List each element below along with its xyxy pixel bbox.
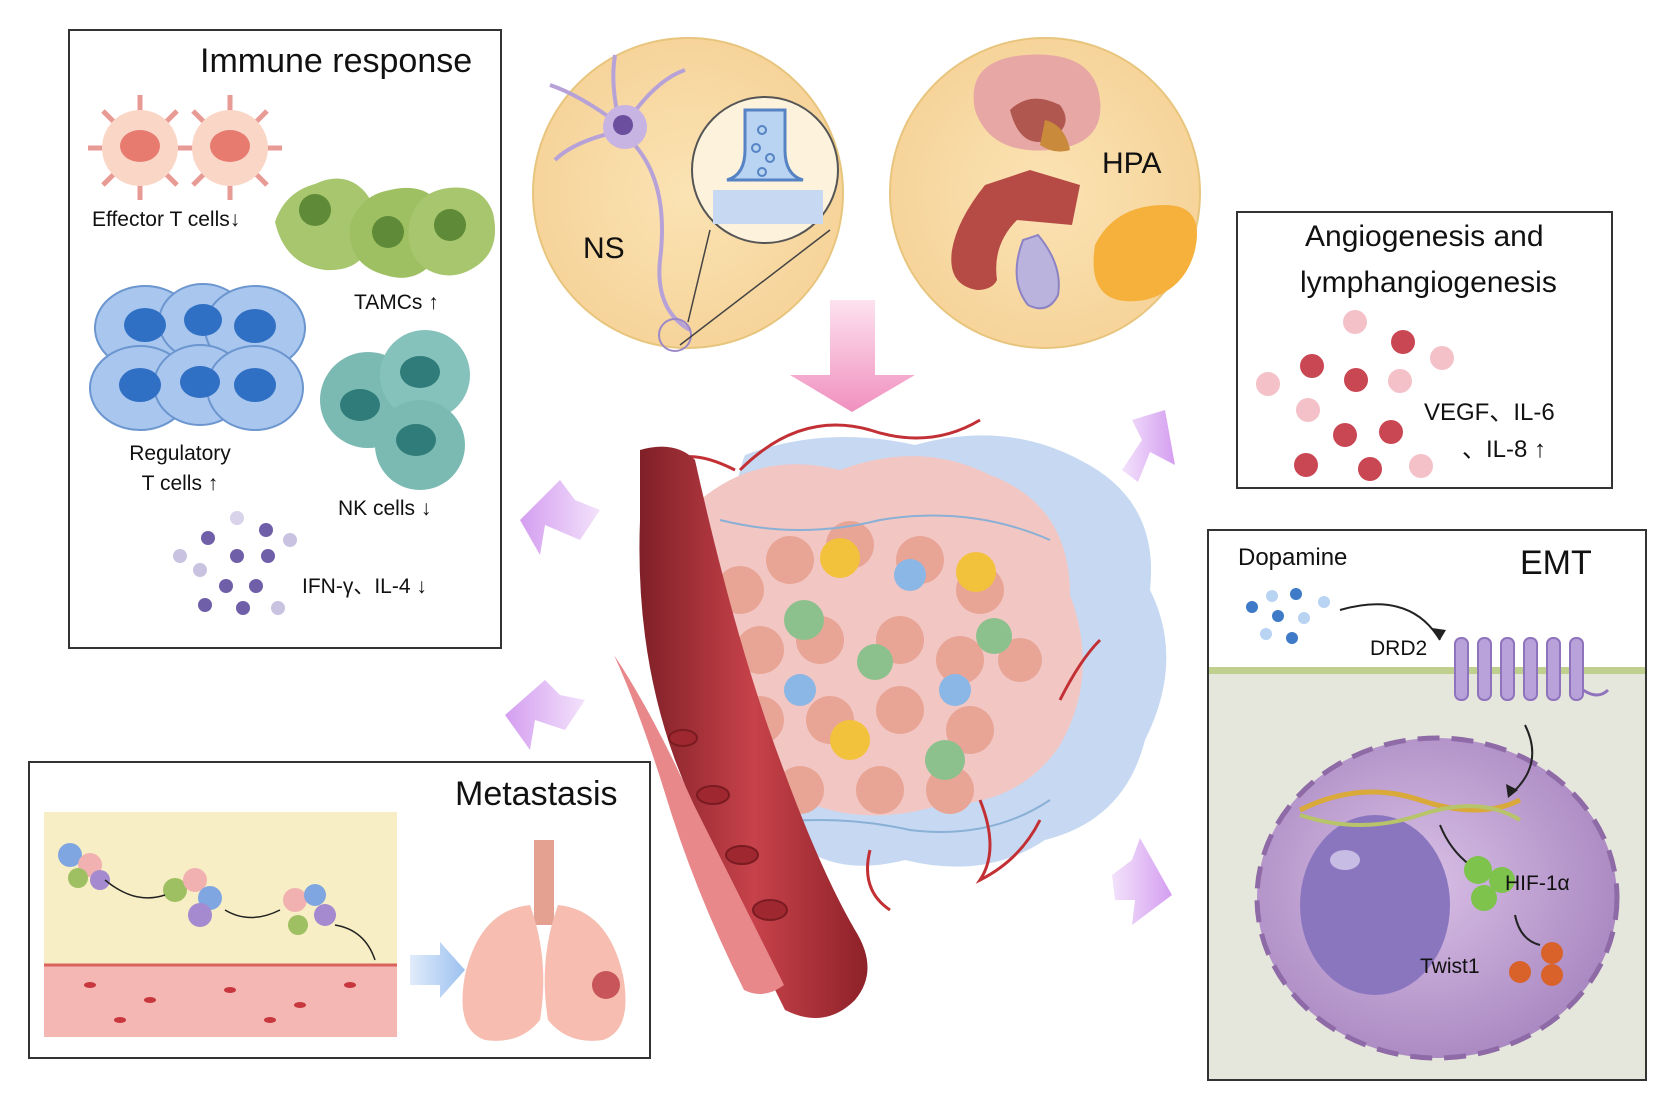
lungs-icon — [462, 840, 626, 1041]
angio-title-1: Angiogenesis and — [1305, 220, 1544, 253]
nk-cell-icon — [320, 330, 470, 490]
effector-t-cells-label: Effector T cells↓ — [92, 208, 241, 231]
ifn-il4-label: IFN-γ、IL-4 ↓ — [302, 575, 427, 598]
immune-panel — [68, 29, 502, 649]
dopamine-label: Dopamine — [1238, 544, 1348, 571]
metastasis-title: Metastasis — [455, 775, 618, 813]
arrow-left-immune-icon — [520, 480, 600, 555]
nk-cells-label: NK cells ↓ — [338, 497, 432, 520]
dopamine-dots — [1246, 588, 1330, 644]
twist1-icon — [1509, 942, 1563, 986]
regulatory-label-2: T cells ↑ — [141, 472, 219, 495]
angio-factors-2: 、IL-8 ↑ — [1462, 436, 1547, 463]
tamc-cell-icon — [275, 178, 496, 278]
hif-1a-icon — [1464, 856, 1515, 911]
ns-label: NS — [583, 232, 625, 265]
hif-1a-label: HIF-1α — [1505, 872, 1570, 895]
immune-response-title: Immune response — [200, 42, 473, 80]
hpa-circle — [889, 37, 1201, 349]
emt-title: EMT — [1520, 544, 1592, 582]
tumor-icon — [674, 418, 1167, 912]
twist1-label: Twist1 — [1420, 955, 1480, 978]
tumor-cluster-icon — [58, 843, 336, 935]
blood-vessel-icon — [614, 446, 868, 1019]
effector-t-cell-icon — [88, 95, 282, 200]
metastasis-panel — [28, 761, 651, 1059]
regulatory-label-1: Regulatory — [129, 442, 231, 465]
ns-circle — [532, 37, 844, 352]
emt-panel — [1207, 529, 1647, 1081]
arrow-right-emt-icon — [1112, 838, 1172, 925]
arrow-right-angio-icon — [1122, 410, 1175, 482]
angio-title-2: lymphangiogenesis — [1300, 266, 1557, 299]
arrow-down-icon — [790, 300, 915, 412]
hpa-label: HPA — [1102, 147, 1162, 180]
tamcs-label: TAMCs ↑ — [354, 291, 439, 314]
drd2-label: DRD2 — [1370, 637, 1428, 660]
regulatory-t-cell-icon — [89, 283, 306, 431]
angiogenesis-panel — [1236, 211, 1613, 489]
angio-factors-1: VEGF、IL-6 — [1424, 399, 1555, 426]
drd2-receptor-icon — [1454, 637, 1584, 701]
arrow-left-metastasis-icon — [505, 680, 585, 750]
cytokine-dots — [173, 511, 297, 615]
